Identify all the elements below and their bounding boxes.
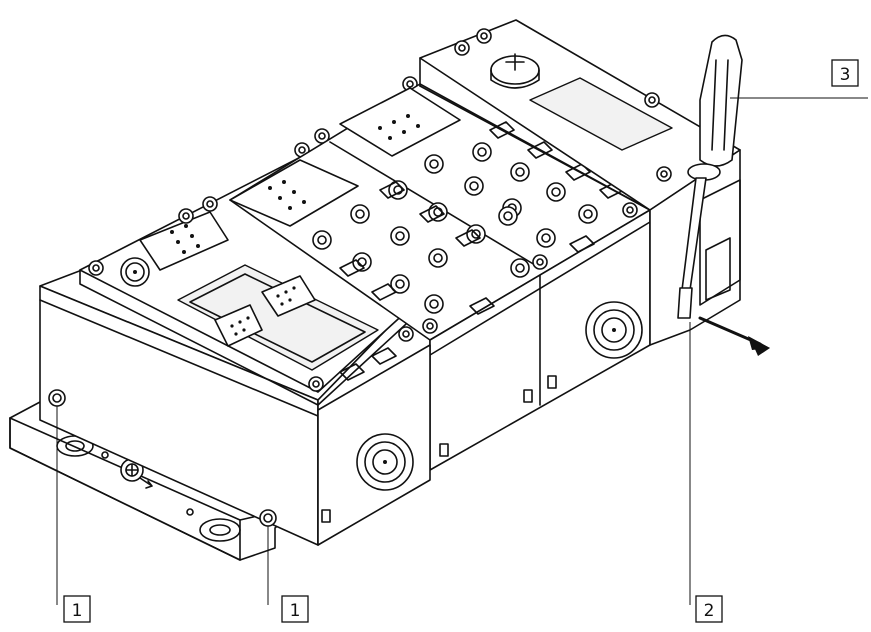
removal-direction-arrow-icon — [698, 316, 770, 356]
callout-leader-lines — [56, 97, 868, 605]
end-plate-screw-icon — [48, 389, 277, 527]
callout-number: 1 — [72, 601, 83, 621]
callout-3: 3 — [831, 59, 859, 87]
node-screw-icon — [88, 76, 418, 392]
callout-number: 2 — [704, 601, 715, 621]
callout-2: 2 — [695, 595, 723, 623]
pressure-regulator-knob-icon — [454, 28, 672, 182]
io-led-panel — [229, 87, 461, 227]
io-m12-socket-icon — [356, 301, 643, 491]
callout-1-right: 1 — [281, 595, 309, 623]
callout-number: 1 — [290, 601, 301, 621]
sub-d-connector-panel — [177, 264, 379, 371]
callout-number: 3 — [840, 65, 851, 85]
callout-1-left: 1 — [63, 595, 91, 623]
m12-connector-icon — [120, 257, 150, 287]
io-socket-array — [312, 142, 638, 334]
screwdriver-icon — [677, 34, 743, 319]
